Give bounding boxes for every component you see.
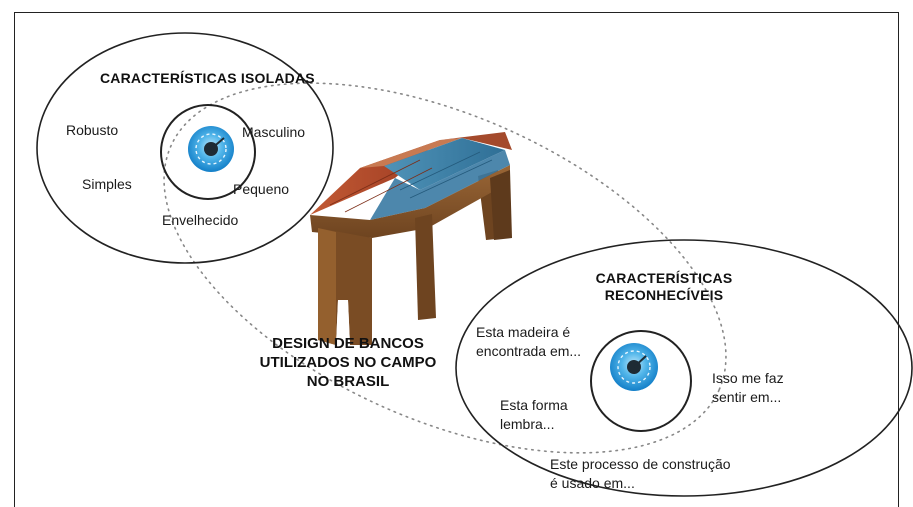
right-group-heading-line2: RECONHECÍVEIS (604, 287, 724, 303)
left-group-heading: CARACTERÍSTICAS ISOLADAS (100, 70, 315, 86)
phrase-sentir: Isso me faz sentir em... (712, 370, 784, 406)
phrase-forma-line1: Esta forma (500, 397, 568, 413)
eye-icon (160, 104, 256, 200)
phrase-madeira-line2: encontrada em... (476, 343, 582, 359)
phrase-processo-line1: Este processo de construção (550, 456, 731, 472)
eye-icon (590, 330, 692, 432)
center-title-line2: UTILIZADOS NO CAMPO (259, 354, 437, 371)
right-group-heading: CARACTERÍSTICAS RECONHECÍVEIS (584, 270, 744, 304)
phrase-processo: Este processo de construção é usado em..… (550, 456, 731, 492)
phrase-forma-line2: lembra... (500, 416, 555, 432)
phrase-sentir-line2: sentir em... (712, 389, 782, 405)
word-pequeno: Pequeno (233, 181, 290, 197)
word-masculino: Masculino (242, 124, 306, 140)
word-simples: Simples (82, 176, 132, 192)
phrase-madeira: Esta madeira é encontrada em... (476, 324, 581, 360)
phrase-processo-line2: é usado em... (550, 475, 635, 491)
center-title-line3: NO BRASIL (306, 373, 390, 390)
figure-frame (14, 12, 899, 507)
orbit-dotted-ellipse (163, 82, 727, 454)
word-envelhecido: Envelhecido (162, 212, 239, 228)
right-group-heading-line1: CARACTERÍSTICAS (595, 270, 733, 286)
wooden-bench-illustration (310, 132, 512, 345)
left-group-ellipse (36, 32, 334, 264)
word-robusto: Robusto (66, 122, 119, 138)
phrase-sentir-line1: Isso me faz (712, 370, 784, 386)
center-title-line1: DESIGN DE BANCOS (272, 335, 424, 352)
phrase-forma: Esta forma lembra... (500, 397, 568, 433)
right-group-ellipse (455, 239, 913, 497)
phrase-madeira-line1: Esta madeira é (476, 324, 571, 340)
center-title: DESIGN DE BANCOS UTILIZADOS NO CAMPO NO … (238, 334, 458, 391)
